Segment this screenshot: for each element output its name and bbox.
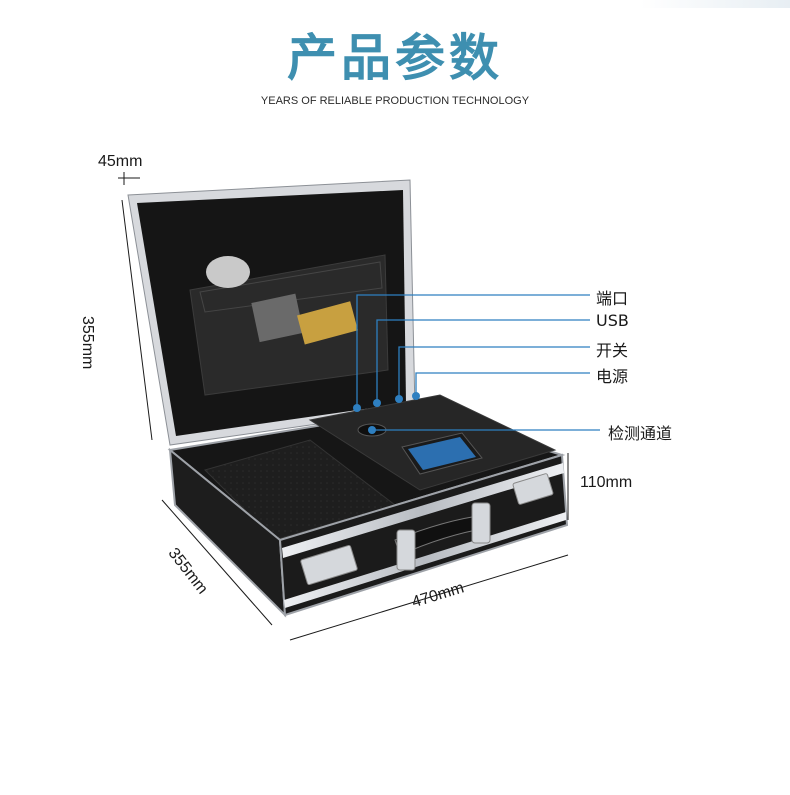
case-lid	[127, 179, 416, 446]
top-decoration	[640, 0, 790, 8]
handle-bracket-left	[396, 529, 416, 571]
base-height-label: 110mm	[580, 474, 633, 491]
bubble-wrap-bag	[206, 256, 250, 288]
lid-height-label: 355mm	[79, 316, 96, 370]
dimension-lines	[118, 172, 569, 641]
combination-lock-left[interactable]	[300, 544, 358, 586]
callout-power-label: 电源	[596, 367, 629, 386]
instrument-screen	[408, 437, 476, 470]
manual-booklet	[251, 293, 304, 343]
callout-markers	[353, 392, 420, 434]
callout-channel-label: 检测通道	[608, 424, 673, 443]
page-title: 产品参数	[287, 29, 503, 87]
callout-usb-label: USB	[596, 311, 629, 330]
callout-switch-label: 开关	[596, 341, 629, 360]
combination-lock-right[interactable]	[512, 473, 554, 505]
instruction-card	[297, 301, 358, 345]
page-subtitle: YEARS OF RELIABLE PRODUCTION TECHNOLOGY	[260, 95, 530, 107]
callout-port-label: 端口	[596, 289, 629, 308]
case-base	[167, 394, 569, 618]
lid-depth-label: 45mm	[98, 153, 143, 170]
handle-bracket-right	[471, 502, 491, 544]
callout-lines	[356, 294, 600, 431]
